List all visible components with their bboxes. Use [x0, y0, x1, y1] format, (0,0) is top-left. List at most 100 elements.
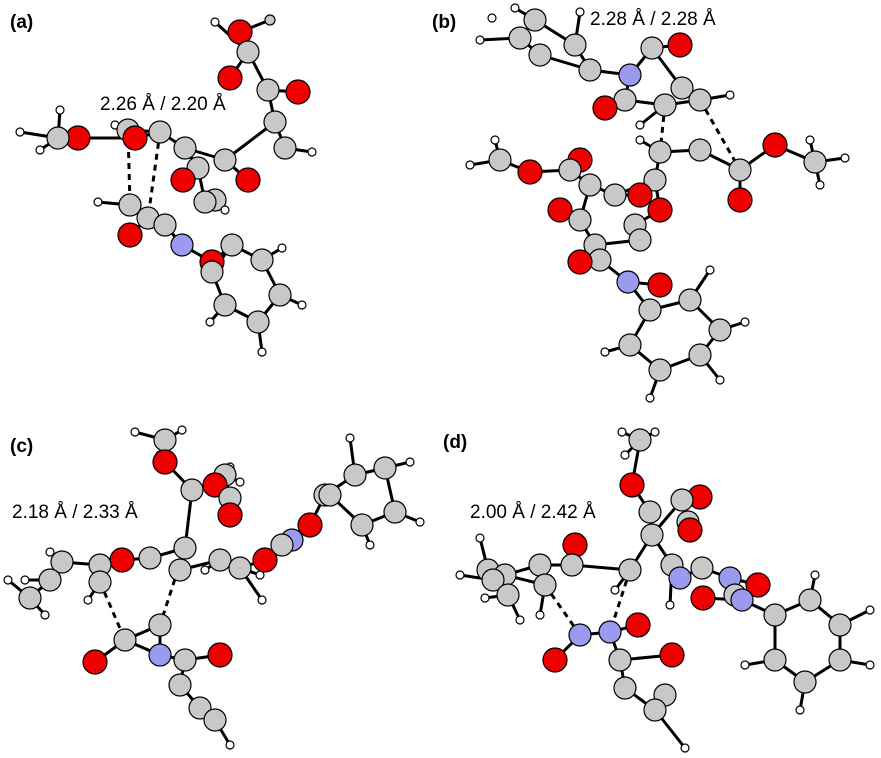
- oxygen-atom: [745, 572, 771, 598]
- hydrogen-atom: [635, 120, 645, 130]
- carbon-atom: [38, 568, 62, 592]
- hydrogen-atom: [365, 540, 375, 550]
- panel-d-molecule: [455, 427, 875, 753]
- hydrogen-atom: [20, 575, 30, 585]
- carbon-atom: [153, 213, 177, 237]
- oxygen-atom: [217, 65, 243, 91]
- carbon-atom: [578, 58, 602, 82]
- hydrogen-atom: [405, 457, 415, 467]
- oxygen-atom: [170, 167, 196, 193]
- panel-d: (d) 2.00 Å / 2.42 Å: [443, 427, 875, 753]
- hydrogen-atom: [620, 450, 630, 460]
- carbon-atom: [173, 648, 197, 672]
- carbon-atom: [250, 248, 274, 272]
- hydrogen-atom: [815, 180, 825, 190]
- oxygen-atom: [647, 272, 673, 298]
- hydrogen-atom: [465, 160, 475, 170]
- nitrogen-atom: [170, 233, 194, 257]
- carbon-atom: [728, 158, 752, 182]
- hydrogen-atom: [235, 477, 245, 487]
- hydrogen-atom: [515, 615, 525, 625]
- carbon-atom: [268, 283, 292, 307]
- carbon-atom: [200, 260, 224, 284]
- panel-b-distance-label: 2.28 Å / 2.28 Å: [590, 9, 716, 30]
- panel-c-molecule: [3, 425, 425, 750]
- carbon-atom: [643, 168, 667, 192]
- hydrogen-atom: [487, 13, 497, 23]
- carbon-atom: [618, 333, 642, 357]
- hydrogen-atom: [130, 427, 140, 437]
- carbon-atom: [640, 36, 664, 60]
- oxygen-atom: [542, 647, 568, 673]
- carbon-atom: [678, 288, 702, 312]
- carbon-atom: [638, 500, 662, 524]
- hydrogen-atom: [15, 127, 25, 137]
- oxygen-atom: [517, 159, 543, 185]
- carbon-atom: [568, 208, 592, 232]
- hydrogen-atom: [220, 205, 230, 215]
- carbon-atom: [578, 173, 602, 197]
- carbon-atom: [528, 553, 552, 577]
- carbon-atom: [688, 88, 712, 112]
- carbon-atom: [173, 536, 197, 560]
- carbon-atom: [373, 456, 397, 480]
- hydrogen-atom: [645, 393, 655, 403]
- carbon-atom: [798, 588, 822, 612]
- hydrogen-atom: [225, 740, 235, 750]
- panel-c-label: (c): [10, 436, 33, 457]
- nitrogen-atom: [598, 620, 622, 644]
- oxygen-atom: [667, 32, 693, 58]
- nitrogen-atom: [730, 588, 754, 612]
- hydrogen-atom: [795, 705, 805, 715]
- hydrogen-atom: [725, 90, 735, 100]
- carbon-atom: [246, 310, 270, 334]
- hydrogen-atom: [307, 147, 317, 157]
- carbon-atom: [496, 583, 520, 607]
- hydrogen-atom: [610, 585, 620, 595]
- carbon-atom: [653, 93, 677, 117]
- carbon-atom: [793, 670, 817, 694]
- carbon-atom: [481, 568, 505, 592]
- oxygen-atom: [562, 532, 588, 558]
- carbon-atom: [558, 158, 582, 182]
- hydrogen-atom: [680, 743, 690, 753]
- hydrogen-atom: [345, 433, 355, 443]
- carbon-atom: [270, 533, 294, 557]
- hydrogen-atom: [575, 7, 585, 17]
- hydrogen-atom: [617, 427, 627, 437]
- carbon-atom: [533, 573, 557, 597]
- oxygen-atom: [235, 167, 261, 193]
- carbon-atom: [118, 193, 142, 217]
- hydrogen-atom: [93, 197, 103, 207]
- carbon-atom: [508, 26, 532, 50]
- oxygen-atom: [677, 517, 703, 543]
- hydrogen-atom: [277, 243, 287, 253]
- forming-bond-dashed: [658, 104, 667, 153]
- hydrogen-atom: [55, 105, 65, 115]
- hydrogen-atom: [177, 425, 187, 435]
- forming-bond-dashed: [698, 99, 742, 171]
- hydrogen-atom: [257, 595, 267, 605]
- nitrogen-atom: [618, 63, 642, 87]
- carbon-atom: [168, 558, 192, 582]
- oxygen-atom: [547, 197, 573, 223]
- carbon-atom: [153, 428, 177, 452]
- panel-d-distance-label: 2.00 Å / 2.42 Å: [470, 502, 596, 523]
- panel-b-label: (b): [432, 12, 456, 33]
- carbon-atom: [640, 523, 664, 547]
- forming-bond-dashed: [146, 131, 162, 219]
- hydrogen-atom: [810, 570, 820, 580]
- oxygen-atom: [152, 449, 178, 475]
- hydrogen-atom: [40, 610, 50, 620]
- hydrogen-atom: [205, 317, 215, 327]
- hydrogen-atom: [257, 347, 267, 357]
- carbon-atom: [603, 183, 627, 207]
- hydrogen-atom: [650, 427, 660, 437]
- carbon-atom: [318, 483, 342, 507]
- carbon-atom: [168, 673, 192, 697]
- hydrogen-atom: [297, 300, 307, 310]
- carbon-atom: [50, 550, 74, 574]
- carbon-atom: [383, 500, 407, 524]
- carbon-atom: [563, 33, 587, 57]
- panel-c-distance-label: 2.18 Å / 2.33 Å: [12, 502, 138, 523]
